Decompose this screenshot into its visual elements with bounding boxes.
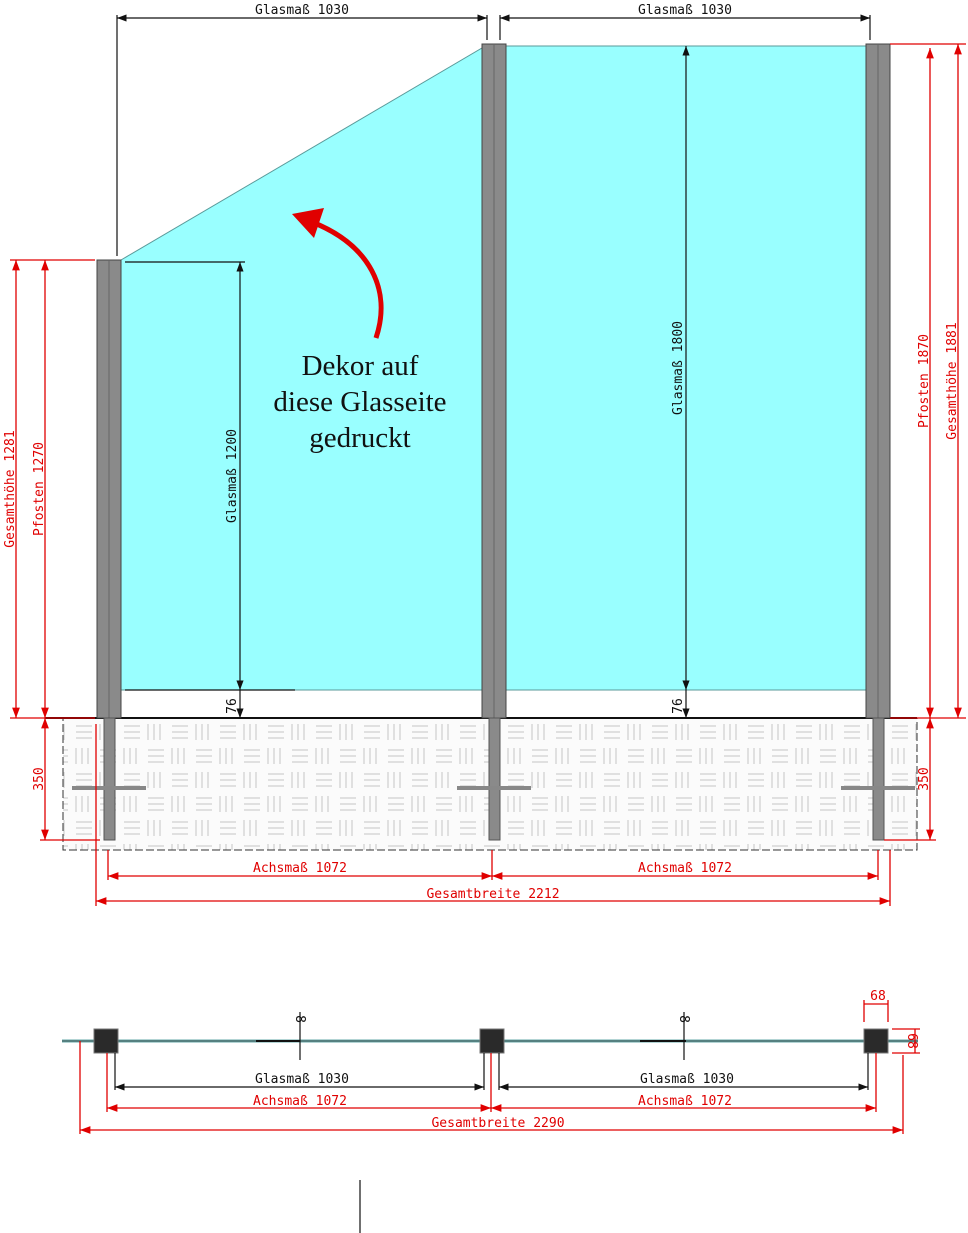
svg-text:Achsmaß 1072: Achsmaß 1072 [253,1094,347,1109]
plan-post-middle [479,1028,505,1054]
svg-text:gedruckt: gedruckt [309,422,410,454]
dim-glass-height-right: Glasmaß 1800 76 [671,46,690,718]
post-left [72,259,146,841]
svg-text:Pfosten 1270: Pfosten 1270 [32,442,47,536]
svg-text:350: 350 [917,767,932,790]
dim-left-heights: Gesamthöhe 1281 Pfosten 1270 350 [3,259,100,841]
svg-text:Glasmaß 1200: Glasmaß 1200 [225,429,240,523]
svg-text:Gesamthöhe 1881: Gesamthöhe 1881 [945,322,960,439]
dim-top-left: Glasmaß 1030 [116,3,488,256]
svg-text:Pfosten 1870: Pfosten 1870 [917,334,932,428]
plan-view: 8 8 68 68 Glasmaß 1030 Glasmaß 1030 Achs… [62,989,920,1134]
svg-text:Glasmaß 1800: Glasmaß 1800 [671,321,686,415]
svg-text:Glasmaß 1030: Glasmaß 1030 [255,1072,349,1087]
dim-right-heights: Gesamthöhe 1881 Pfosten 1870 350 [884,43,966,841]
svg-text:8: 8 [676,1015,691,1023]
dim-axis-elevation: Achsmaß 1072 Achsmaß 1072 Gesamtbreite 2… [95,724,891,906]
svg-text:Glasmaß 1030: Glasmaß 1030 [640,1072,734,1087]
svg-text:Achsmaß 1072: Achsmaß 1072 [253,861,347,876]
svg-text:diese Glasseite: diese Glasseite [273,386,446,418]
red-arrow-icon [292,208,324,238]
svg-text:Gesamtbreite 2290: Gesamtbreite 2290 [431,1116,564,1131]
post-right [841,43,915,841]
svg-text:Achsmaß 1072: Achsmaß 1072 [638,1094,732,1109]
svg-text:Gesamthöhe 1281: Gesamthöhe 1281 [3,430,18,547]
svg-text:Achsmaß 1072: Achsmaß 1072 [638,861,732,876]
svg-text:Dekor auf: Dekor auf [302,350,419,382]
post-middle [457,43,531,841]
svg-text:Glasmaß 1030: Glasmaß 1030 [255,3,349,18]
dim-glass-height-left: Glasmaß 1200 76 [125,261,295,718]
svg-text:68: 68 [904,1033,919,1049]
svg-text:68: 68 [870,989,886,1004]
svg-text:8: 8 [292,1015,307,1023]
svg-text:76: 76 [671,698,686,714]
svg-text:350: 350 [32,767,47,790]
plan-post-right [863,1028,889,1054]
svg-text:Glasmaß 1030: Glasmaß 1030 [638,3,732,18]
svg-text:76: 76 [225,698,240,714]
svg-text:Gesamtbreite 2212: Gesamtbreite 2212 [426,887,559,902]
decor-note: Dekor auf diese Glasseite gedruckt [273,208,447,454]
plan-post-left [93,1028,119,1054]
dim-top-right: Glasmaß 1030 [499,3,871,40]
